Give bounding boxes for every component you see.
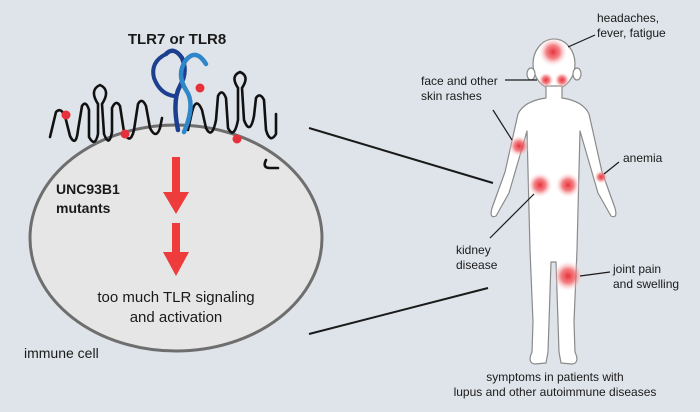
unc93b1-protein-tail xyxy=(263,158,280,170)
mutation-dot xyxy=(195,83,205,93)
leader-line-anemia xyxy=(603,161,620,175)
tlr-receptor-light xyxy=(178,52,209,135)
human-body-figure xyxy=(490,38,617,365)
mutation-dot xyxy=(232,134,242,144)
unc93b1-protein-right xyxy=(186,70,278,140)
receptor-label: TLR7 or TLR8 xyxy=(127,31,227,48)
mutant-label: UNC93B1 mutants xyxy=(56,181,120,216)
signal-arrow-head xyxy=(163,252,189,276)
signal-arrow-shaft xyxy=(172,223,180,255)
leader-line-head xyxy=(567,34,596,48)
signal-arrow-head xyxy=(163,192,189,214)
symptom-label-skin: face and other skin rashes xyxy=(421,74,498,103)
leader-line-joint xyxy=(579,271,611,277)
symptom-label-anemia: anemia xyxy=(623,151,663,165)
symptom-label-head: headaches, fever, fatigue xyxy=(597,11,666,40)
signal-arrow-shaft xyxy=(172,157,180,195)
mutation-dot xyxy=(61,110,71,120)
symptom-spot-face xyxy=(538,72,554,88)
symptom-label-kidney: kidney disease xyxy=(456,243,498,272)
symptoms-caption: symptoms in patients with lupus and othe… xyxy=(453,370,657,399)
symptom-spot-arm xyxy=(508,135,530,157)
signaling-label: too much TLR signaling and activation xyxy=(97,289,255,326)
unc93b1-protein-left xyxy=(48,83,164,144)
symptom-spot-face xyxy=(554,72,570,88)
tlr-receptor-dark xyxy=(163,48,187,133)
symptom-spot-knee xyxy=(552,260,584,292)
symptom-spot-head xyxy=(538,37,568,67)
leader-line-kidney xyxy=(489,193,535,239)
symptom-label-joint: joint pain and swelling xyxy=(613,262,680,291)
symptom-spot-kidney xyxy=(555,172,581,198)
tlr-receptor-loop xyxy=(151,52,176,98)
symptom-spot-kidney xyxy=(527,172,553,198)
leader-line-skin xyxy=(492,109,513,141)
connector-line-lower xyxy=(308,287,489,335)
connector-line-upper xyxy=(308,127,494,184)
immune-cell-label: immune cell xyxy=(24,345,99,361)
mutation-dot xyxy=(120,129,130,139)
